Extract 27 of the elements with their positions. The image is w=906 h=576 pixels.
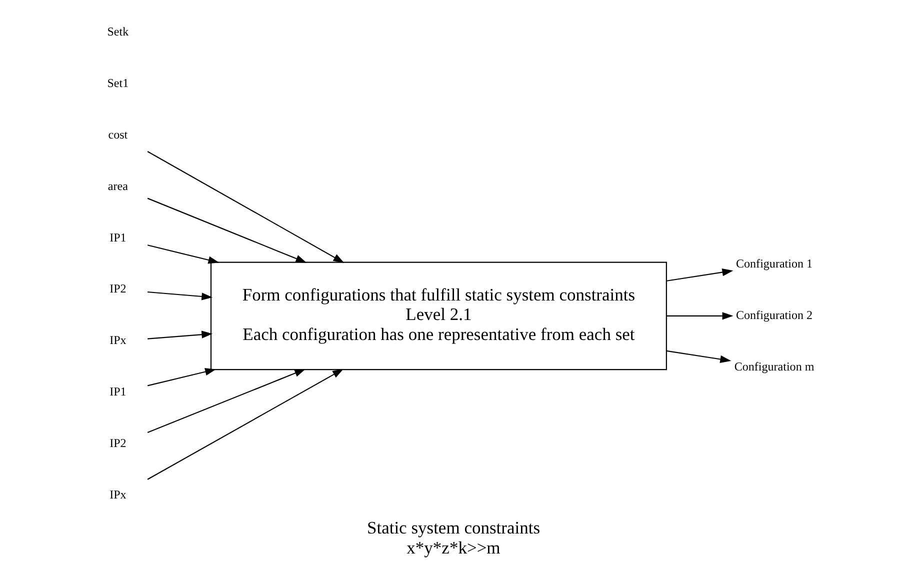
arrow <box>146 198 306 263</box>
node-box: Form configurations that fulfill static system constraints Level 2.1 Each configuration has one representative from each set <box>210 262 666 370</box>
node-text: IP1 <box>109 230 126 244</box>
label: Set1 <box>106 76 128 90</box>
arrow <box>666 268 733 282</box>
arrow <box>146 368 344 480</box>
node-text: IP1 <box>109 384 126 399</box>
label: Setk <box>106 24 128 38</box>
node-text: Configuration m <box>734 359 814 374</box>
arrow <box>147 291 212 300</box>
node-text: Configuration 2 <box>736 308 812 322</box>
node-text: IP2 <box>109 436 126 450</box>
arrow <box>146 368 216 386</box>
arrow <box>147 330 212 340</box>
node-text: IPx <box>109 488 126 502</box>
node-text: cost <box>108 127 128 142</box>
node-text: Configuration 1 <box>736 256 812 271</box>
diagram-title: Static system constraints <box>366 518 540 538</box>
arrow <box>146 150 344 263</box>
arrow <box>666 312 733 320</box>
node-text: IP2 <box>109 282 126 296</box>
arrow <box>666 350 731 363</box>
node-text: IPx <box>109 333 126 348</box>
arrow <box>146 369 306 434</box>
caption: x*y*z*k>>m <box>406 537 500 558</box>
node-text: area <box>107 178 128 193</box>
arrow <box>146 244 219 264</box>
